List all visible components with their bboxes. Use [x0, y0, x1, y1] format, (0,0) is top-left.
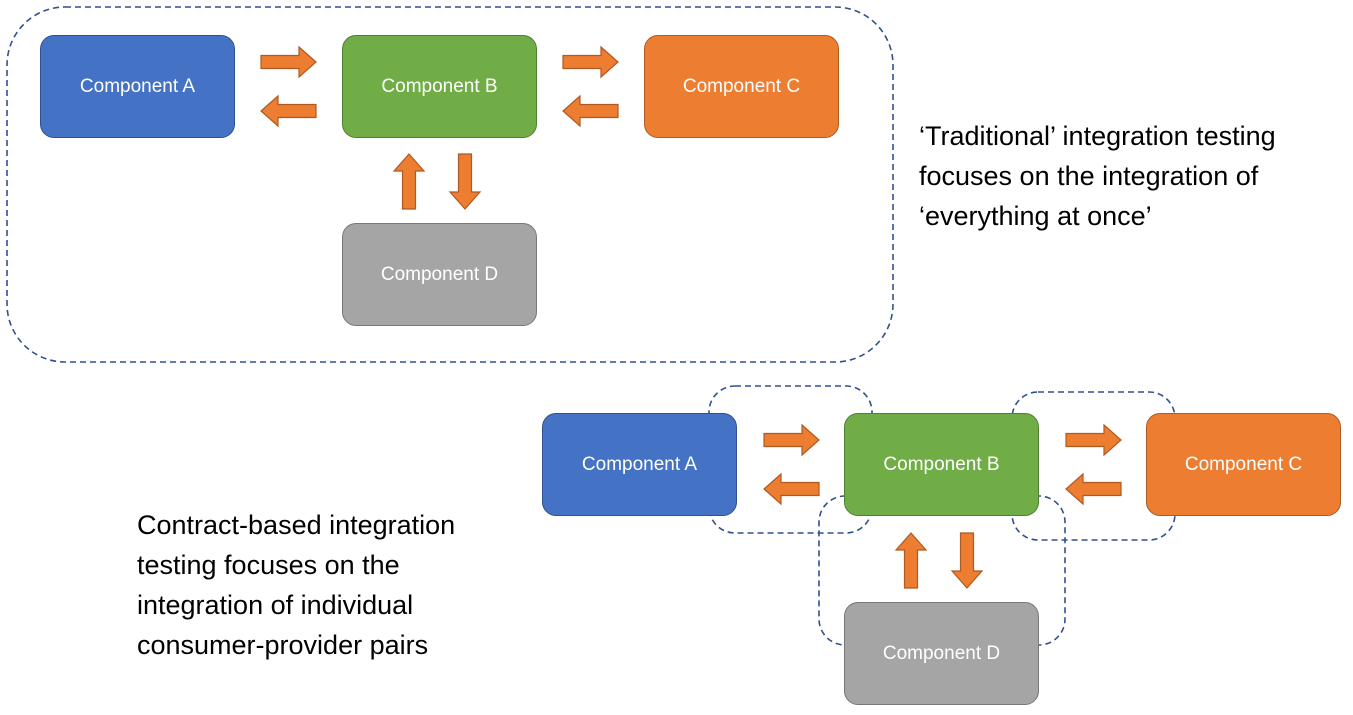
arrow-a-to-b — [260, 46, 317, 78]
arrow-c-to-b — [562, 95, 619, 127]
bottom-component-c: Component C — [1146, 413, 1341, 516]
top-component-d: Component D — [342, 223, 537, 326]
traditional-test-boundary — [6, 6, 894, 363]
traditional-caption-line: ‘everything at once’ — [919, 201, 1152, 231]
top-component-a: Component A — [40, 35, 235, 138]
arrow-c-to-b-bottom — [1065, 473, 1122, 505]
arrow-b-to-a-bottom — [763, 473, 820, 505]
bottom-component-b: Component B — [844, 413, 1039, 516]
arrow-b-to-c-bottom — [1065, 424, 1122, 456]
arrow-d-to-b-bottom — [895, 532, 927, 589]
arrow-b-to-a — [260, 95, 317, 127]
pair-boundary-b-c — [1011, 391, 1176, 541]
arrow-b-to-d — [449, 153, 481, 210]
arrow-b-to-d-bottom — [951, 532, 983, 589]
contract-caption-line: integration of individual — [137, 590, 414, 620]
pair-boundary-b-d — [818, 495, 1066, 646]
bottom-component-a: Component A — [542, 413, 737, 516]
arrow-d-to-b — [393, 153, 425, 210]
arrow-b-to-c — [562, 46, 619, 78]
contract-caption-line: testing focuses on the — [137, 550, 400, 580]
pair-boundary-a-b — [708, 385, 873, 534]
top-component-c: Component C — [644, 35, 839, 138]
traditional-caption-line: ‘Traditional’ integration testing — [919, 121, 1276, 151]
traditional-caption-line: focuses on the integration of — [919, 161, 1259, 191]
traditional-caption: ‘Traditional’ integration testing focuse… — [919, 116, 1276, 236]
contract-caption-line: Contract-based integration — [137, 510, 456, 540]
top-component-b: Component B — [342, 35, 537, 138]
contract-caption-line: consumer-provider pairs — [137, 630, 429, 660]
contract-caption: Contract-based integration testing focus… — [137, 505, 455, 665]
bottom-component-d: Component D — [844, 602, 1039, 705]
contract-pair-boundaries — [708, 385, 1176, 646]
arrow-a-to-b-bottom — [763, 424, 820, 456]
